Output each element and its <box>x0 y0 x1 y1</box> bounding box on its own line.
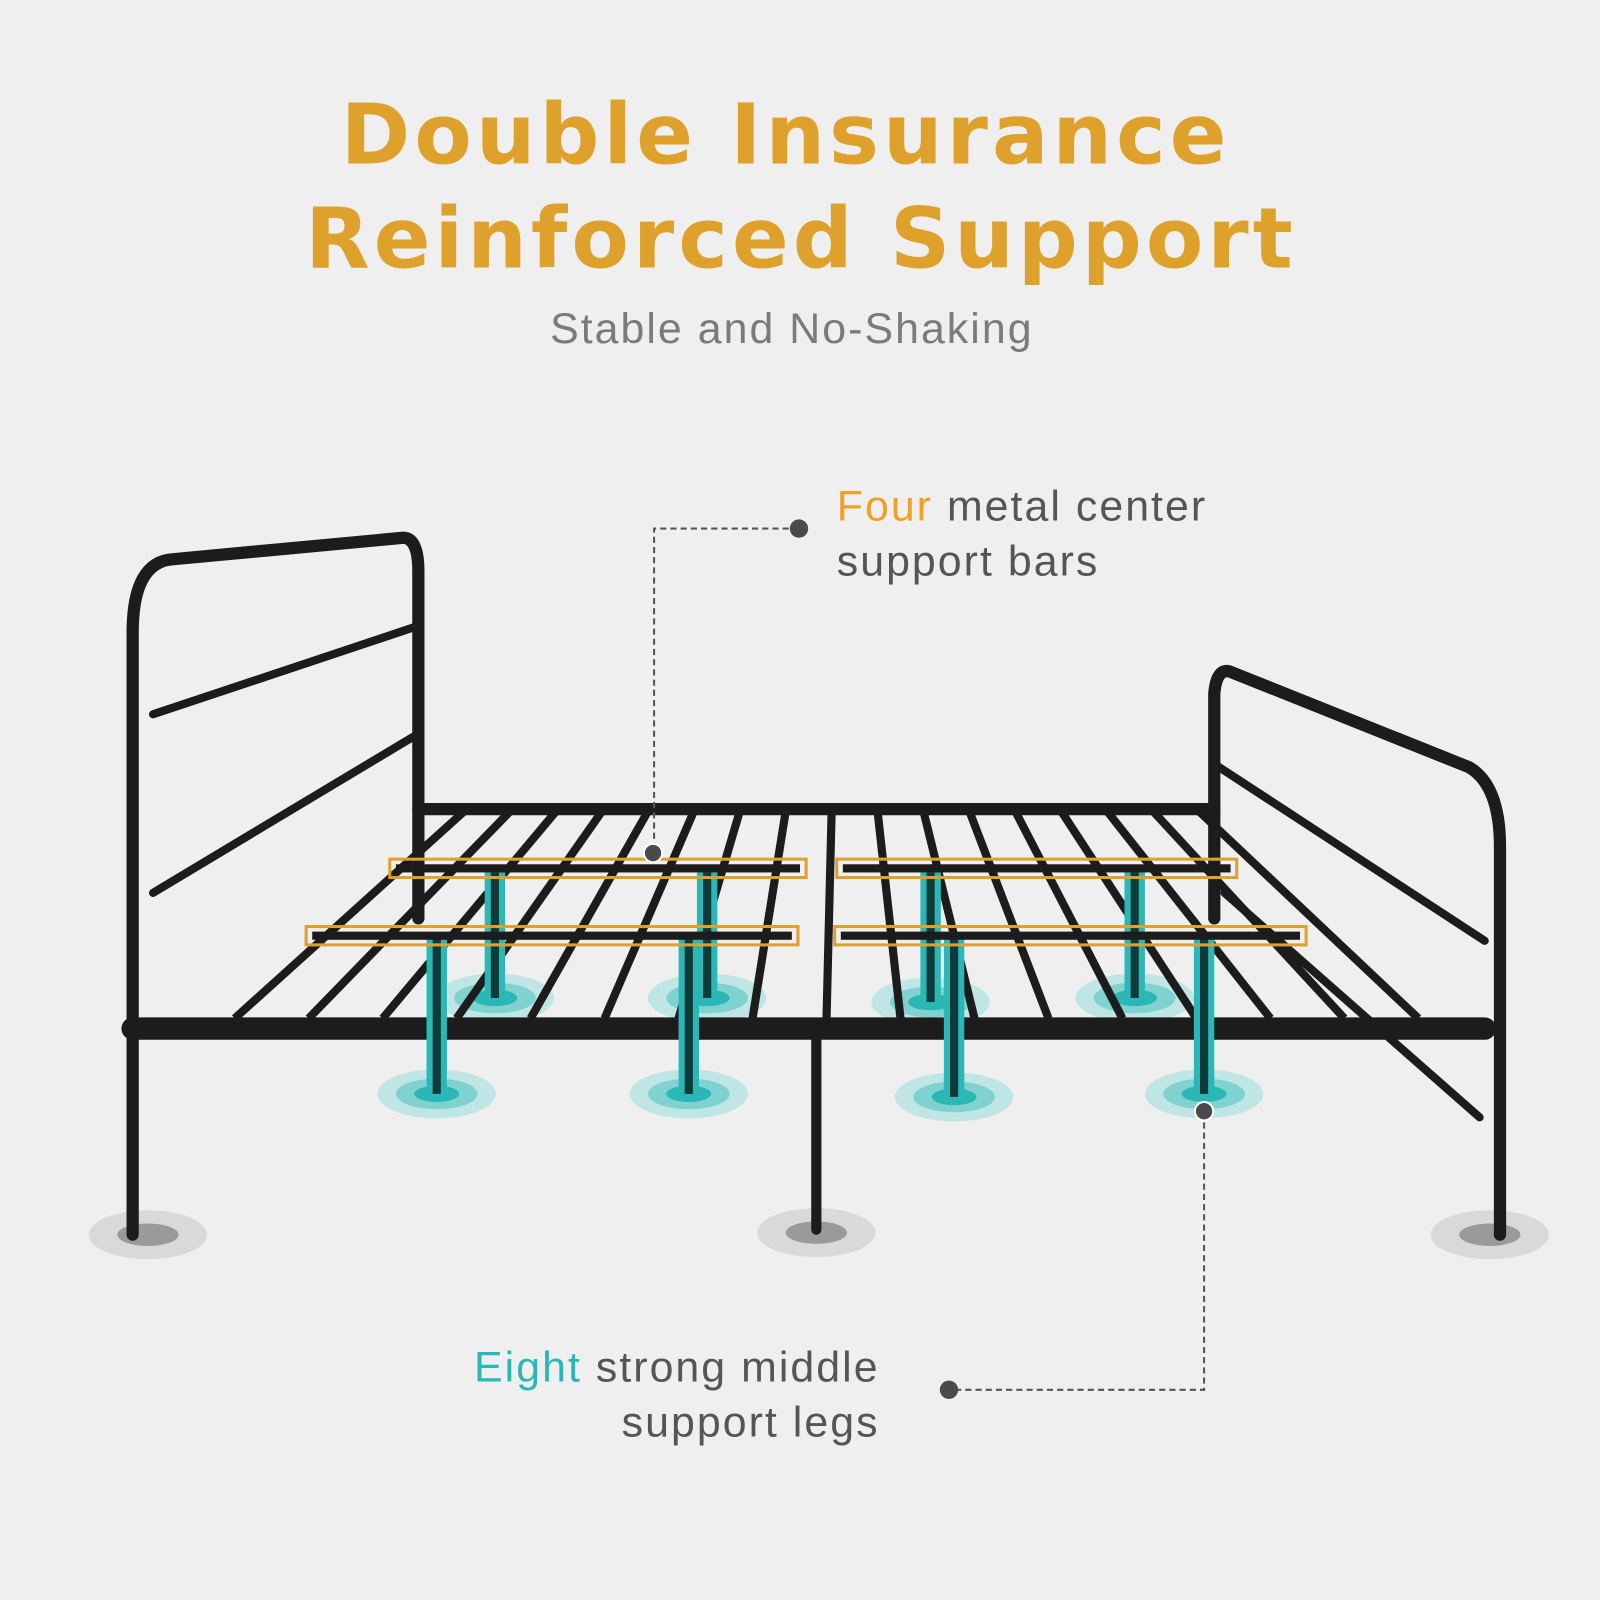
title-line-1: Double Insurance <box>341 85 1231 183</box>
callout-bars-line1: Four metal center <box>837 482 1207 530</box>
slat <box>453 808 606 1021</box>
support-leg-core <box>950 938 959 1097</box>
center-support-bars <box>304 857 1308 947</box>
callout-bars-line2: support bars <box>837 538 1100 586</box>
slat <box>600 809 698 1020</box>
support-bar <box>312 931 792 940</box>
callout-dot <box>789 519 809 538</box>
callout-dot <box>642 842 664 864</box>
subtitle: Stable and No-Shaking <box>550 305 1034 353</box>
bed-frame <box>121 531 1507 1241</box>
support-bar-highlight <box>388 857 808 880</box>
title-line-2: Reinforced Support <box>305 189 1297 287</box>
slat <box>873 810 905 1019</box>
slat <box>965 809 1053 1020</box>
slat <box>1103 808 1274 1021</box>
slat <box>527 809 652 1021</box>
callout-dot <box>939 1380 959 1399</box>
support-bar <box>395 864 800 873</box>
slat <box>919 810 979 1020</box>
leg-shadow <box>1459 1223 1521 1246</box>
callout-legs-line1: Eight strong middle <box>474 1344 880 1392</box>
callout-legs-line2: support legs <box>622 1399 880 1447</box>
callout-connector-legs <box>948 1112 1206 1391</box>
support-bar <box>842 864 1231 873</box>
support-leg-core <box>432 938 441 1094</box>
slat <box>1196 808 1422 1022</box>
slat <box>1150 808 1348 1022</box>
support-leg-core <box>684 938 693 1094</box>
slat <box>231 808 468 1022</box>
support-bar-highlight <box>835 857 1239 880</box>
bed-slats <box>231 808 1422 1022</box>
support-leg-core <box>1200 938 1209 1094</box>
slat <box>379 808 560 1021</box>
support-bar-highlight <box>833 925 1308 947</box>
slat <box>1011 809 1127 1021</box>
support-bar-highlight <box>304 925 800 947</box>
slat <box>748 810 790 1020</box>
middle-support-legs <box>426 872 1215 1097</box>
support-bar <box>840 931 1300 940</box>
callout-dot <box>1193 1101 1215 1122</box>
callout-connector-bars <box>653 527 799 853</box>
slat <box>305 808 514 1022</box>
slat <box>822 811 836 1019</box>
